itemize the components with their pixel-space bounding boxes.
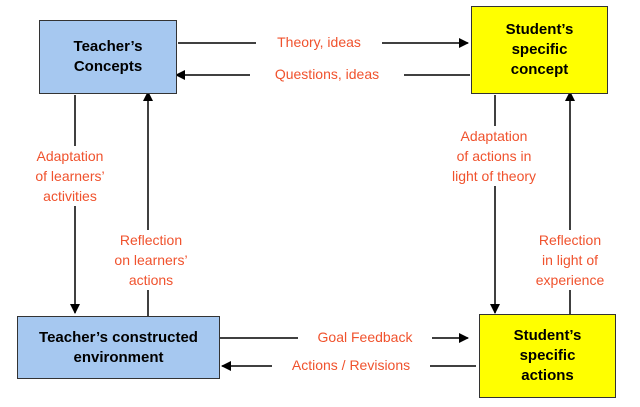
node-teachers-environment-label: Teacher’s constructed environment (39, 328, 198, 366)
label-reflection-experience: Reflection in light of experience (524, 230, 616, 290)
node-students-concept-label: Student’s specific concept (505, 21, 574, 78)
label-actions-revisions: Actions / Revisions (272, 355, 430, 375)
label-adaptation-theory: Adaptation of actions in light of theory (438, 126, 550, 186)
node-students-actions-label: Student’s specific actions (513, 327, 582, 384)
node-students-concept: Student’s specific concept (471, 6, 608, 94)
label-reflection-learners: Reflection on learners’ actions (106, 230, 196, 290)
label-adaptation-activities: Adaptation of learners’ activities (14, 146, 126, 206)
node-teachers-environment: Teacher’s constructed environment (17, 316, 220, 379)
node-students-actions: Student’s specific actions (479, 314, 616, 398)
node-teachers-concepts-label: Teacher’s Concepts (73, 38, 143, 75)
label-goal-feedback: Goal Feedback (298, 327, 432, 347)
node-teachers-concepts: Teacher’s Concepts (39, 20, 177, 94)
label-theory-ideas: Theory, ideas (256, 32, 382, 52)
label-questions-ideas: Questions, ideas (250, 64, 404, 84)
